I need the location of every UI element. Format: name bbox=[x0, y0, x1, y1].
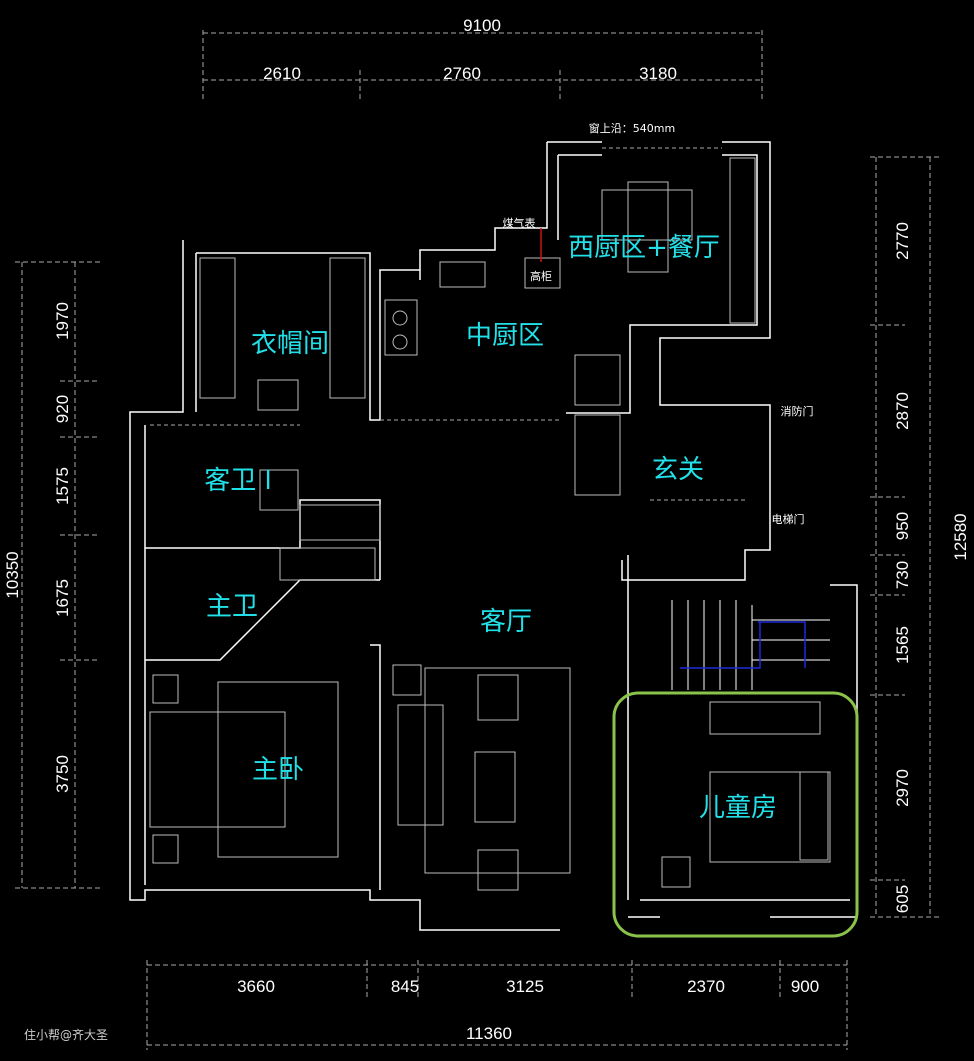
dim-top-total: 9100 bbox=[463, 16, 501, 35]
dim-right: 730 bbox=[893, 561, 912, 589]
dim-left: 3750 bbox=[53, 755, 72, 793]
room-label-master-bath: 主卫 bbox=[206, 592, 258, 622]
dim-bottom: 2370 bbox=[687, 977, 725, 996]
note-tall-cabinet: 高柜 bbox=[530, 269, 552, 283]
room-label-guest-bath: 客卫 l bbox=[204, 466, 272, 496]
walls bbox=[129, 141, 858, 931]
dim-bottom: 845 bbox=[391, 977, 419, 996]
stairs bbox=[671, 600, 830, 690]
dim-bottom-total: 11360 bbox=[466, 1024, 512, 1043]
room-label-foyer: 玄关 bbox=[652, 455, 704, 485]
dim-top: 2610 bbox=[263, 64, 301, 83]
dim-right: 2770 bbox=[893, 222, 912, 260]
dim-left: 1675 bbox=[53, 579, 72, 617]
dim-right: 2870 bbox=[893, 392, 912, 430]
dim-right-total: 12580 bbox=[951, 513, 970, 560]
dim-bottom: 900 bbox=[791, 977, 819, 996]
dimension-lines bbox=[15, 30, 940, 1050]
room-label-master-bedroom: 主卧 bbox=[252, 755, 304, 785]
dim-left: 920 bbox=[53, 395, 72, 423]
room-label-living-room: 客厅 bbox=[480, 607, 532, 637]
room-label-west-kitchen-dining: 西厨区+餐厅 bbox=[568, 233, 720, 263]
dim-right: 950 bbox=[893, 512, 912, 540]
furniture bbox=[149, 157, 831, 891]
dim-left: 1575 bbox=[53, 467, 72, 505]
dim-bottom: 3125 bbox=[506, 977, 544, 996]
dim-left: 1970 bbox=[53, 302, 72, 340]
note-gas-meter: 煤气表 bbox=[503, 216, 536, 230]
note-elevator-door: 电梯门 bbox=[772, 512, 805, 526]
room-label-middle-kitchen: 中厨区 bbox=[466, 321, 544, 351]
dim-top: 3180 bbox=[639, 64, 677, 83]
room-label-cloakroom: 衣帽间 bbox=[251, 329, 329, 359]
dim-right: 605 bbox=[893, 885, 912, 913]
stair-direction-line bbox=[680, 621, 806, 669]
dim-top: 2760 bbox=[443, 64, 481, 83]
watermark: 住小帮@齐大圣 bbox=[24, 1027, 108, 1042]
dim-bottom: 3660 bbox=[237, 977, 275, 996]
note-fire-door: 消防门 bbox=[781, 404, 814, 418]
note-window-sill: 窗上沿：540mm bbox=[589, 121, 675, 135]
kids-room-highlight bbox=[612, 691, 859, 938]
dim-right: 1565 bbox=[893, 626, 912, 664]
dim-left-total: 10350 bbox=[3, 551, 22, 598]
room-label-kids-room: 儿童房 bbox=[699, 793, 777, 823]
dim-right: 2970 bbox=[893, 769, 912, 807]
